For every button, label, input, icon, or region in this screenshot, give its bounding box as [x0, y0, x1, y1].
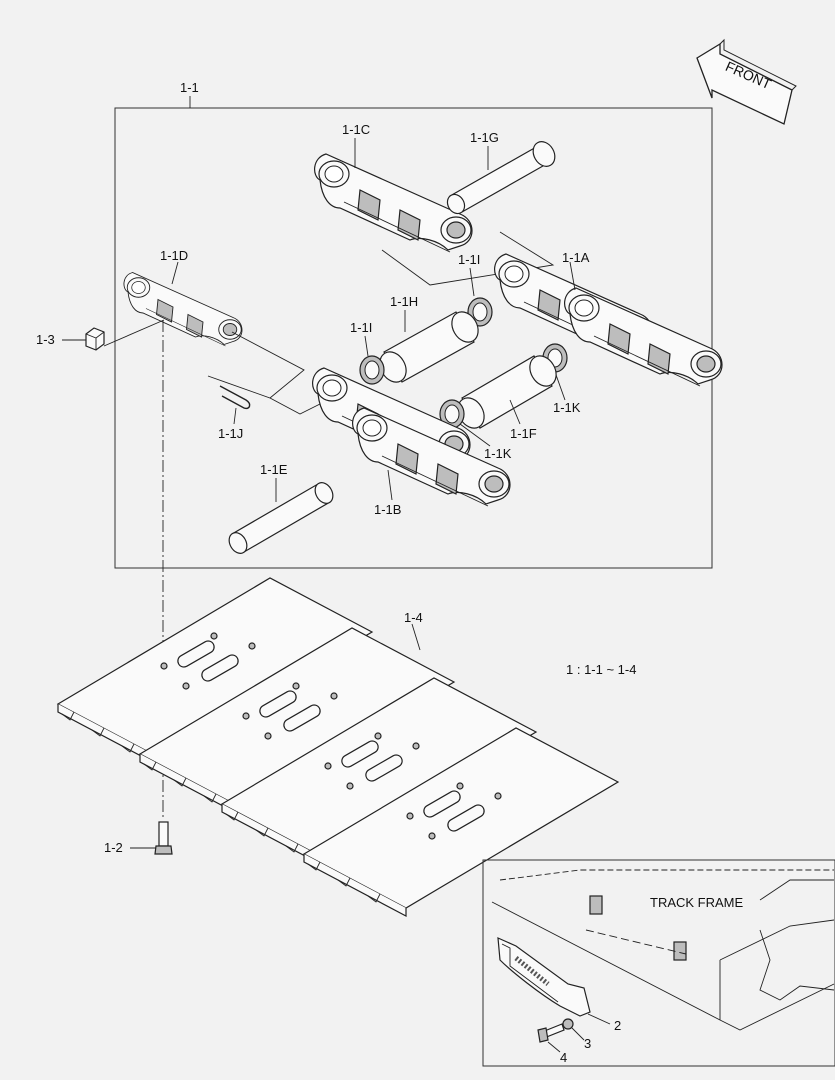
callout-1-1k-lower: 1-1K: [484, 446, 512, 461]
assembly-note: 1 : 1-1 ~ 1-4: [566, 662, 636, 677]
leader-link-d: [207, 331, 305, 399]
shoe-nut-1-3: [85, 327, 105, 351]
callout-1-3: 1-3: [36, 332, 55, 347]
callout-4: 4: [560, 1050, 567, 1065]
callout-1-1i-lower: 1-1I: [350, 320, 372, 335]
shoe-bolt-1-2: [154, 821, 173, 855]
washer-3: [562, 1018, 574, 1030]
track-frame-inset: [482, 859, 835, 1067]
callout-2: 2: [614, 1018, 621, 1033]
callout-1-1a: 1-1A: [562, 250, 590, 265]
callout-1-1d: 1-1D: [160, 248, 188, 263]
callout-3: 3: [584, 1036, 591, 1051]
link-assembly-frame: [114, 107, 713, 569]
track-shoes-1-4: [56, 577, 620, 917]
seal-1-1i-lower: [359, 355, 385, 385]
callout-1-1f: 1-1F: [510, 426, 537, 441]
callout-1-1: 1-1: [180, 80, 199, 95]
spring-pin-1-1j: [219, 385, 251, 410]
callout-1-1g: 1-1G: [470, 130, 499, 145]
track-frame-label: TRACK FRAME: [650, 895, 744, 910]
track-frame-drawing: [491, 869, 835, 1031]
bushing-1-1h: [379, 311, 479, 383]
bolt-4: [537, 1023, 565, 1043]
track-pin-1-1e: [228, 482, 334, 554]
callout-1-1j: 1-1J: [218, 426, 243, 441]
callout-1-1e: 1-1E: [260, 462, 288, 477]
callout-1-1b: 1-1B: [374, 502, 401, 517]
bushing-1-1f: [457, 355, 557, 429]
seal-1-1k-lower: [439, 399, 465, 429]
track-link-1-1d: [123, 272, 243, 347]
callout-1-1i-upper: 1-1I: [458, 252, 480, 267]
leader-link-c: [381, 231, 555, 286]
callout-1-2: 1-2: [104, 840, 123, 855]
callout-1-4: 1-4: [404, 610, 423, 625]
guard-2: [497, 937, 591, 1017]
callout-1-1c: 1-1C: [342, 122, 370, 137]
callout-1-1h: 1-1H: [390, 294, 418, 309]
callout-1-1k-upper: 1-1K: [553, 400, 581, 415]
track-pin-1-1g: [446, 141, 556, 215]
